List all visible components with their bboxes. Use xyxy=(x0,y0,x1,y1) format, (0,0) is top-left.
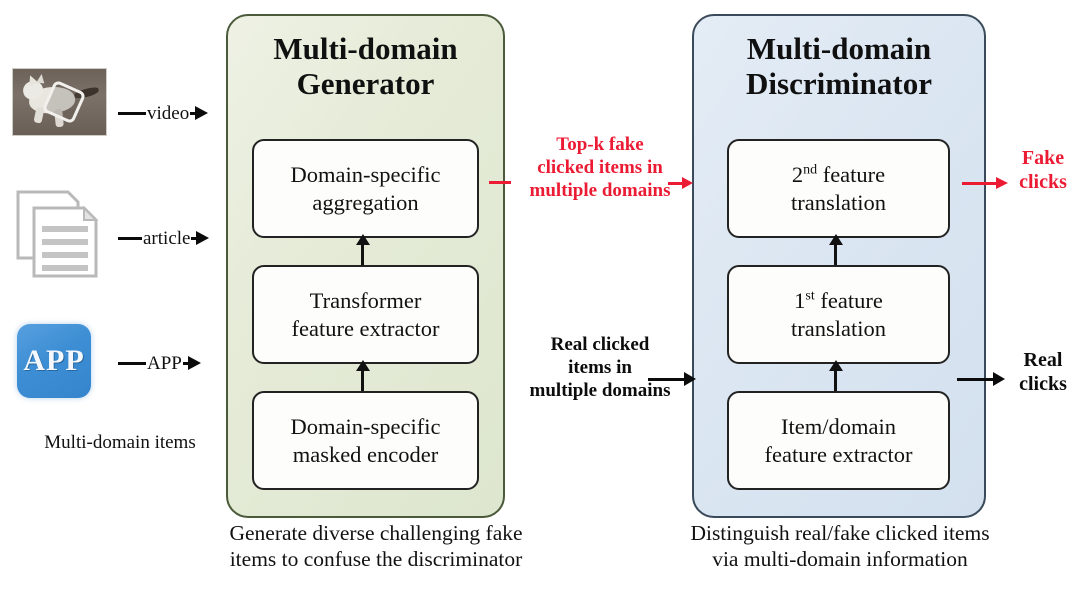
box-line1-rest: feature xyxy=(814,288,883,314)
video-arrow-label: video xyxy=(147,102,190,124)
ordinal-number: 1 xyxy=(794,288,806,314)
fake-clicks-output-arrow xyxy=(962,175,1008,191)
box-line2: feature extractor xyxy=(764,441,913,467)
topk-label-line2: clicked items in xyxy=(537,156,663,178)
fake-clicks-line1: Fake xyxy=(1021,147,1065,169)
article-documents-icon xyxy=(12,186,104,282)
arrowhead-right-icon xyxy=(195,106,209,120)
arrow-up-icon xyxy=(355,360,371,391)
box-line1: 2nd feature xyxy=(791,161,886,188)
box-line2: masked encoder xyxy=(292,441,439,467)
video-thumbnail-icon xyxy=(12,68,107,136)
topk-label-line3: multiple domains xyxy=(529,179,671,201)
box-line2: translation xyxy=(791,315,886,341)
box-line1-rest: feature xyxy=(817,162,886,188)
box-line1: Domain-specific xyxy=(290,162,441,188)
ordinal-number: 2 xyxy=(791,162,804,188)
app-input-arrow: APP xyxy=(118,350,201,376)
topk-fake-flow-label: Top-k fake clicked items in multiple dom… xyxy=(508,134,692,202)
fake-clicks-line2: clicks xyxy=(1019,171,1067,193)
box-line1: Item/domain xyxy=(781,414,896,440)
real-clicks-line1: Real xyxy=(1023,349,1063,371)
fake-clicks-output-label: Fake clicks xyxy=(1006,146,1080,194)
fake-flow-arrow-into-discriminator xyxy=(668,175,693,191)
ordinal-suffix: st xyxy=(805,288,815,304)
discriminator-title: Multi-domain Discriminator xyxy=(694,31,984,101)
box-1st-feature-translation[interactable]: 1st feature translation xyxy=(727,265,950,364)
generator-caption-line2: items to confuse the discriminator xyxy=(229,547,523,572)
generator-caption: Generate diverse challenging fake items … xyxy=(146,520,606,572)
box-domain-specific-aggregation[interactable]: Domain-specific aggregation xyxy=(252,139,479,238)
generator-title: Multi-domain Generator xyxy=(228,31,503,101)
discriminator-title-line1: Multi-domain xyxy=(746,31,932,66)
video-input-arrow: video xyxy=(118,100,209,126)
multi-domain-items-label: Multi-domain items xyxy=(44,432,196,453)
topk-label-line1: Top-k fake xyxy=(556,134,644,155)
arrow-up-icon xyxy=(355,234,371,265)
box-domain-specific-masked-encoder[interactable]: Domain-specific masked encoder xyxy=(252,391,479,490)
real-clicked-items-label: Real clicked items in multiple domains xyxy=(508,334,692,402)
discriminator-caption: Distinguish real/fake clicked items via … xyxy=(618,520,1062,572)
box-line1: Transformer xyxy=(309,288,422,314)
box-line2: feature extractor xyxy=(291,315,440,341)
box-line2: aggregation xyxy=(312,189,419,215)
discriminator-caption-line1: Distinguish real/fake clicked items xyxy=(690,521,990,545)
app-arrow-label: APP xyxy=(147,352,182,374)
article-arrow-label: article xyxy=(143,227,191,249)
fake-flow-connector-line xyxy=(489,181,511,184)
article-input-arrow: article xyxy=(118,225,210,251)
real-clicks-line2: clicks xyxy=(1019,373,1067,395)
ordinal-suffix: nd xyxy=(803,162,818,178)
app-tile-label: APP xyxy=(23,344,85,377)
discriminator-title-line2: Discriminator xyxy=(746,65,932,101)
real-label-line3: multiple domains xyxy=(529,379,671,401)
generator-caption-line1: Generate diverse challenging fake xyxy=(229,521,523,545)
box-transformer-feature-extractor[interactable]: Transformer feature extractor xyxy=(252,265,479,364)
real-clicks-output-arrow xyxy=(957,371,1005,387)
real-label-line1: Real clicked xyxy=(550,334,650,355)
box-2nd-feature-translation[interactable]: 2nd feature translation xyxy=(727,139,950,238)
box-line1: Domain-specific xyxy=(290,414,441,440)
arrowhead-right-icon xyxy=(196,231,210,245)
app-tile-icon: APP xyxy=(17,324,91,398)
generator-title-line2: Generator xyxy=(296,65,435,101)
discriminator-caption-line2: via multi-domain information xyxy=(712,547,968,572)
arrow-up-icon xyxy=(828,360,844,391)
generator-title-line1: Multi-domain xyxy=(273,31,458,66)
arrowhead-right-icon xyxy=(187,356,201,370)
real-label-line2: items in xyxy=(568,356,632,378)
box-line1: 1st feature xyxy=(791,287,886,314)
box-line2: translation xyxy=(791,189,886,215)
arrow-up-icon xyxy=(828,234,844,265)
real-clicks-output-label: Real clicks xyxy=(1006,348,1080,396)
box-item-domain-feature-extractor[interactable]: Item/domain feature extractor xyxy=(727,391,950,490)
real-flow-arrow-into-discriminator xyxy=(648,371,696,387)
